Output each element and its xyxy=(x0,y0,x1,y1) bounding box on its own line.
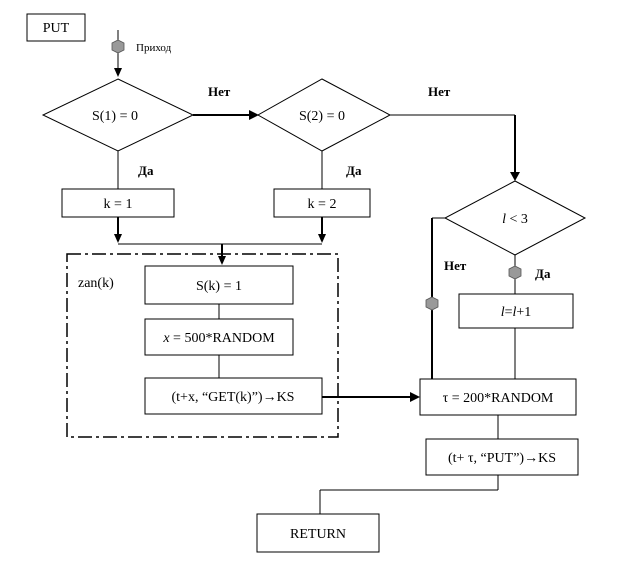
box-x-rest: = 500*RANDOM xyxy=(170,331,276,346)
put-title-box: PUT xyxy=(26,13,86,42)
box-tau: τ = 200*RANDOM xyxy=(419,378,577,416)
entry-connector-icon xyxy=(111,39,125,54)
decision-s1: S(1) = 0 xyxy=(41,78,195,152)
decision-l-rest: < 3 xyxy=(506,212,528,227)
box-sk-text: S(k) = 1 xyxy=(196,279,242,294)
box-l-b: = xyxy=(505,305,513,320)
yes-label-1: Да xyxy=(138,163,154,178)
svg-text:l=l+1: l=l+1 xyxy=(501,305,532,320)
no-label-2: Нет xyxy=(428,84,451,99)
box-k1: k = 1 xyxy=(61,188,175,218)
return-text: RETURN xyxy=(290,527,346,542)
box-get: (t+x, “GET(k)”)→KS xyxy=(144,377,323,415)
zan-block-label: zan(k) xyxy=(78,276,114,291)
return-box: RETURN xyxy=(256,513,380,553)
connector-yes-icon xyxy=(508,265,522,280)
box-put: (t+ τ, “PUT”)→KS xyxy=(425,438,579,476)
svg-text:l < 3: l < 3 xyxy=(502,212,528,227)
yes-label-3: Да xyxy=(535,266,551,281)
decision-s2: S(2) = 0 xyxy=(256,78,392,152)
box-tau-text: τ = 200*RANDOM xyxy=(443,391,554,406)
no-label-3: Нет xyxy=(444,258,467,273)
decision-s1-text: S(1) = 0 xyxy=(92,109,138,124)
box-k2: k = 2 xyxy=(273,188,371,218)
connector-no-icon xyxy=(425,296,439,311)
box-l-increment: l=l+1 xyxy=(458,293,574,329)
box-x-var: x xyxy=(162,331,170,346)
box-l-a: l xyxy=(501,305,505,320)
box-sk: S(k) = 1 xyxy=(144,265,294,305)
box-get-text: (t+x, “GET(k)”)→KS xyxy=(172,390,295,405)
box-put-text: (t+ τ, “PUT”)→KS xyxy=(448,451,556,466)
decision-l: l < 3 xyxy=(443,180,587,256)
decision-s2-text: S(2) = 0 xyxy=(299,109,345,124)
box-k2-text: k = 2 xyxy=(308,197,337,212)
entry-label: Приход xyxy=(136,42,172,54)
put-title-text: PUT xyxy=(43,21,70,36)
box-l-c: l xyxy=(513,305,517,320)
box-x: x = 500*RANDOM xyxy=(144,318,294,356)
decision-l-var: l xyxy=(502,212,506,227)
box-l-d: +1 xyxy=(516,305,531,320)
yes-label-2: Да xyxy=(346,163,362,178)
box-k1-text: k = 1 xyxy=(104,197,133,212)
no-label-1: Нет xyxy=(208,84,231,99)
zan-block-frame xyxy=(66,253,339,438)
svg-text:x = 500*RANDOM: x = 500*RANDOM xyxy=(162,331,275,346)
